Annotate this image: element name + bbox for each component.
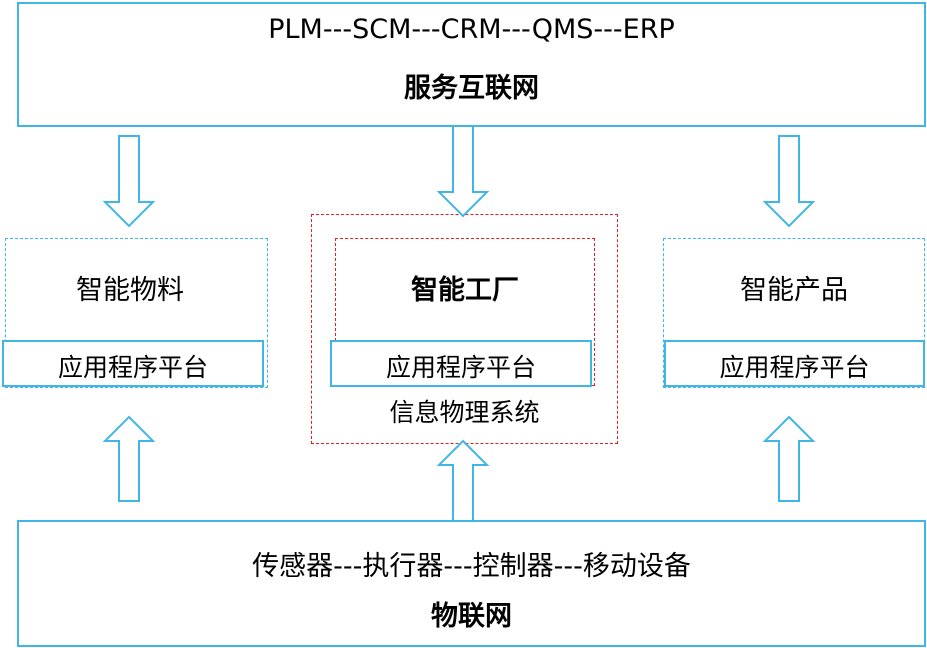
smart-product-platform-label: 应用程序平台 (719, 353, 870, 382)
smart-material-platform-label: 应用程序平台 (57, 353, 208, 382)
service-systems-line: PLM---SCM---CRM---QMS---ERP (268, 14, 675, 45)
service-internet-box: PLM---SCM---CRM---QMS---ERP 服务互联网 (17, 2, 926, 127)
iot-devices-line: 传感器---执行器---控制器---移动设备 (252, 551, 691, 582)
iot-title: 物联网 (431, 601, 512, 632)
smart-product-frame (663, 238, 925, 388)
smart-material-title: 智能物料 (76, 275, 184, 306)
cyber-physical-system-label: 信息物理系统 (389, 398, 540, 427)
smart-material-frame (5, 238, 268, 388)
up-arrow-center (436, 439, 490, 522)
internet-of-things-box: 传感器---执行器---控制器---移动设备 物联网 (17, 520, 926, 647)
up-arrow-left (102, 415, 156, 502)
smart-factory-platform-label: 应用程序平台 (385, 353, 536, 382)
down-arrow-right (762, 135, 816, 228)
down-arrow-center (436, 125, 490, 218)
smart-product-platform: 应用程序平台 (664, 340, 925, 387)
up-arrow-right (762, 415, 816, 502)
smart-factory-platform: 应用程序平台 (330, 340, 592, 387)
smart-factory-title: 智能工厂 (411, 275, 519, 306)
smart-material-platform: 应用程序平台 (2, 340, 264, 387)
service-internet-title: 服务互联网 (404, 73, 539, 104)
smart-product-title: 智能产品 (740, 275, 848, 306)
down-arrow-left (102, 135, 156, 228)
